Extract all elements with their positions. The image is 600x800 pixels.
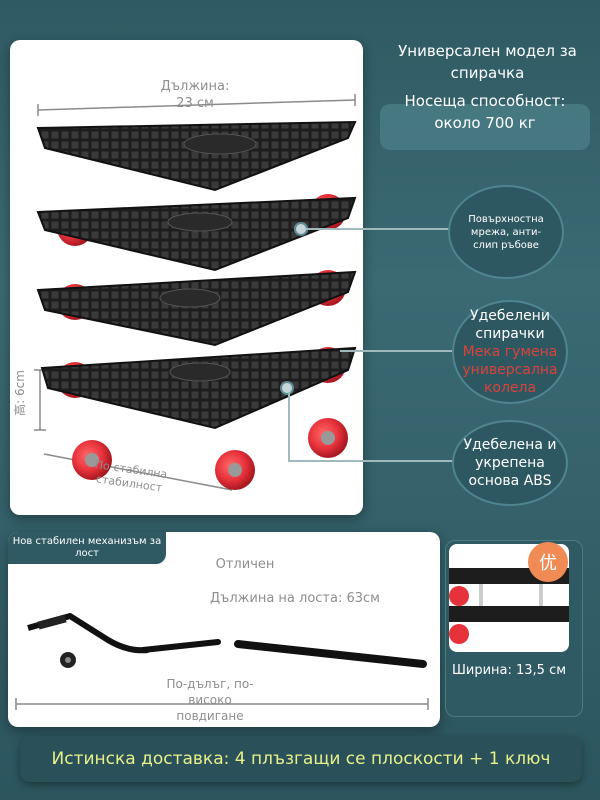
- feature-base-text: Удебелена и укрепена основа ABS: [463, 437, 557, 489]
- feature-brakes: Удебелени спирачки Мека гумена универсал…: [452, 300, 568, 404]
- delivery-text: Истинска доставка: 4 плъзгащи се плоскос…: [51, 749, 551, 769]
- lever-benefit: По-дълъг, по-високо повдигане: [166, 677, 254, 723]
- feature-mesh-text: Повърхностна мрежа, анти-слип ръбове: [468, 213, 544, 251]
- product-title: Универсален модел за спирачка: [398, 42, 577, 82]
- feature-mesh: Повърхностна мрежа, анти-слип ръбове: [448, 185, 564, 279]
- lever-illustration: [15, 613, 429, 710]
- width-label: Ширина: 13,5 см: [451, 663, 567, 678]
- delivery-bar: Истинска доставка: 4 плъзгащи се плоскос…: [20, 736, 582, 782]
- quality-badge: 优: [528, 542, 568, 582]
- dolly-level-4: [40, 346, 357, 490]
- pointer-dot-base: [280, 381, 294, 395]
- feature-brakes-subtitle: Мека гумена универсална колела: [462, 344, 558, 396]
- lever-quality: Отличен: [215, 557, 275, 572]
- dolly-stack-illustration: [34, 94, 357, 491]
- pointer-line-mesh: [306, 228, 450, 230]
- feature-base: Удебелена и укрепена основа ABS: [452, 420, 568, 506]
- lever-tag: Нов стабилен механизъм за лост: [8, 532, 166, 564]
- product-image-panel: [10, 40, 363, 515]
- length-label: Дължина:: [160, 79, 230, 94]
- height-label: 高: 6cm: [13, 370, 27, 416]
- length-value: 23 см: [176, 96, 214, 111]
- lever-panel: [8, 532, 440, 727]
- feature-brakes-title: Удебелени спирачки: [470, 308, 550, 342]
- pointer-line-brake: [340, 350, 452, 352]
- capacity-bar: [380, 104, 590, 150]
- pointer-line-base-v: [288, 392, 290, 460]
- lever-length: Дължина на лоста: 63см: [210, 591, 380, 606]
- capacity-text: Носеща способност: около 700 кг: [404, 92, 566, 132]
- pointer-line-base-h: [288, 460, 454, 462]
